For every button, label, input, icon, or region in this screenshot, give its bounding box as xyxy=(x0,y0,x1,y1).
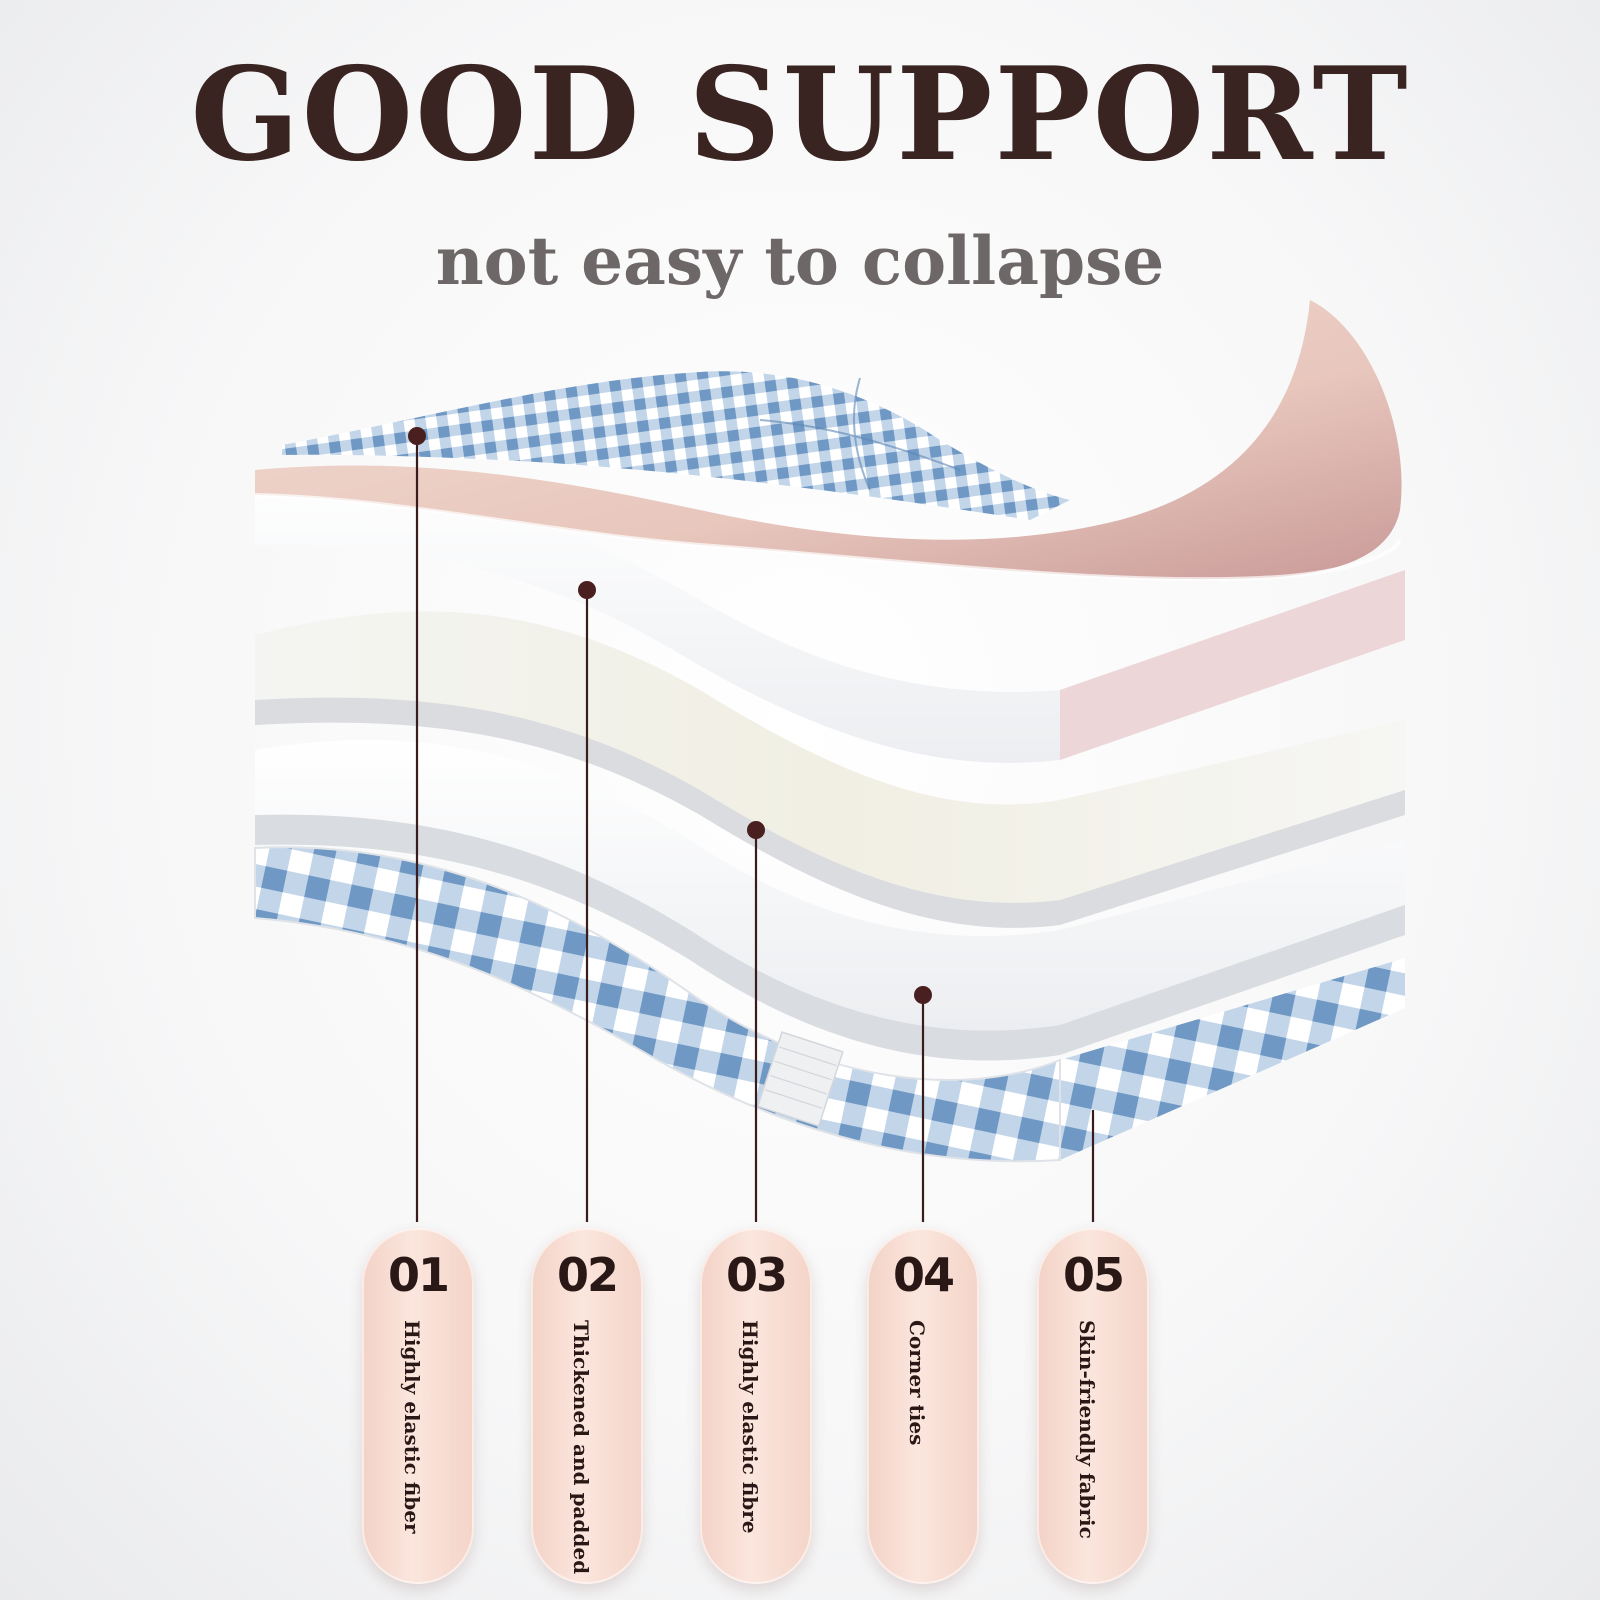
layer-label-pill-03: 03 Highly elastic fibre xyxy=(700,1228,812,1584)
headline: GOOD SUPPORT xyxy=(190,40,1410,190)
layer-gingham-quilt-top xyxy=(282,371,1070,520)
layer-label: Thickened and padded xyxy=(569,1320,593,1575)
layer-number: 05 xyxy=(1062,1248,1125,1302)
layer-label-pill-01: 01 Highly elastic fiber xyxy=(362,1228,474,1584)
layer-elastic-fibre xyxy=(255,611,1405,903)
layer-highly-elastic-fiber xyxy=(255,300,1402,580)
layer-label: Corner ties xyxy=(905,1320,929,1446)
layer-label-pill-05: 05 Skin-friendly fabric xyxy=(1037,1228,1149,1584)
marker-dot-04 xyxy=(914,986,932,1004)
subheadline: not easy to collapse xyxy=(435,222,1165,300)
layer-number: 02 xyxy=(556,1248,619,1302)
layer-number: 03 xyxy=(725,1248,788,1302)
layer-corner-ties-sheet xyxy=(255,740,1405,1031)
layer-label: Highly elastic fiber xyxy=(400,1320,424,1534)
layer-skin-friendly-fabric xyxy=(255,847,1405,1162)
marker-dot-02 xyxy=(578,581,596,599)
layer-label: Skin-friendly fabric xyxy=(1075,1320,1099,1539)
layer-label-pill-04: 04 Corner ties xyxy=(867,1228,979,1584)
corner-tie-strap xyxy=(756,1031,844,1127)
leader-lines xyxy=(415,436,1095,1222)
marker-dot-01 xyxy=(408,427,426,445)
marker-dot-03 xyxy=(747,821,765,839)
layer-number: 01 xyxy=(387,1248,450,1302)
layer-number: 04 xyxy=(892,1248,955,1302)
layer-label-pill-02: 02 Thickened and padded xyxy=(531,1228,643,1584)
layer-label: Highly elastic fibre xyxy=(738,1320,762,1534)
